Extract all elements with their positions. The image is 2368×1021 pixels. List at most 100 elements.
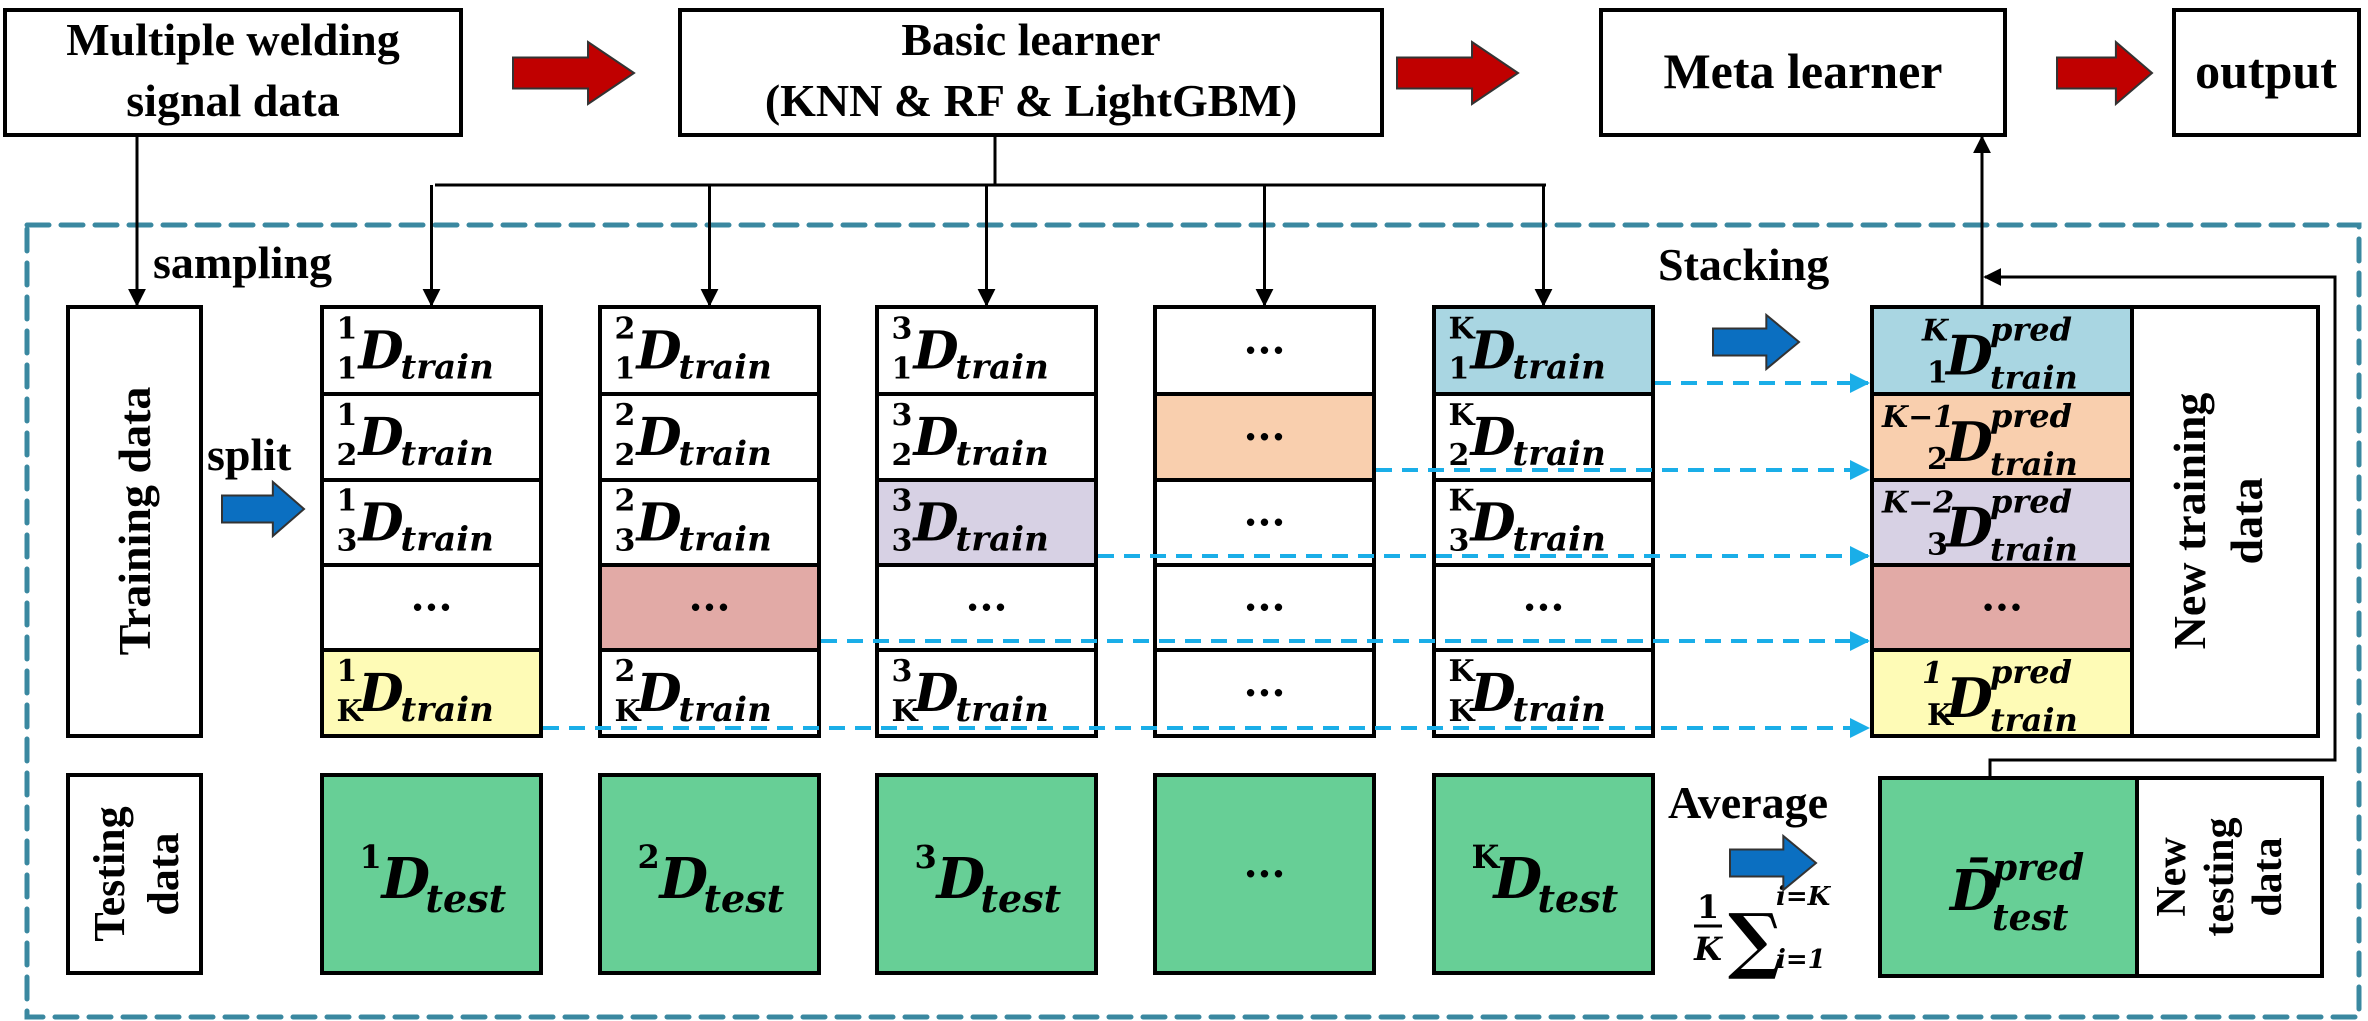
fold-index-sub: 3 <box>337 524 358 559</box>
ellipsis: ··· <box>1244 414 1286 461</box>
ellipsis: ··· <box>1244 328 1286 375</box>
fold-subscript: train <box>679 520 772 560</box>
pred-index-sub: K <box>1927 698 1954 733</box>
fold-cell: ··· <box>1432 563 1655 652</box>
fold-index-sup: 2 <box>615 312 636 347</box>
test-prediction-box: D̄ pred test <box>1878 776 2139 978</box>
fold-cell: ··· <box>1153 648 1376 738</box>
pred-subscript: train <box>1990 359 2078 397</box>
pred-subscript: train <box>1990 701 2078 739</box>
fold-symbol: D <box>635 663 682 724</box>
fold-symbol: D <box>1469 663 1516 724</box>
pred-index-sub: 1 <box>1927 356 1948 391</box>
test-prediction-main: D̄ <box>1948 857 1999 924</box>
stacking-arrow-icon <box>1712 312 1801 372</box>
pred-index-sub: 3 <box>1927 528 1948 563</box>
fold-subscript: train <box>679 348 772 388</box>
fold-index-sub: 1 <box>1449 352 1470 387</box>
flow-arrow-icon <box>1396 40 1520 106</box>
pred-symbol: D <box>1944 666 1993 730</box>
flow-arrow-icon <box>2056 39 2154 107</box>
test-fold-symbol: D <box>658 846 709 912</box>
split-label: split <box>207 429 292 480</box>
fold-symbol: D <box>1469 321 1516 382</box>
fold-symbol: D <box>1469 407 1516 468</box>
ellipsis: ··· <box>689 585 731 632</box>
ellipsis: ··· <box>1523 585 1565 632</box>
fold-subscript: train <box>401 348 494 388</box>
fold-symbol: D <box>357 407 404 468</box>
fold-index-sup: 2 <box>615 654 636 689</box>
test-fold-subscript: test <box>1538 876 1619 921</box>
new-training-data-box: New training data <box>2130 305 2320 738</box>
fold-symbol: D <box>912 493 959 554</box>
fold-symbol: D <box>635 493 682 554</box>
test-fold-subscript: test <box>426 876 507 921</box>
pred-index-sup: K−1 <box>1881 400 1954 435</box>
ellipsis: ··· <box>1981 585 2023 632</box>
fold-column: ·················· <box>1153 305 1376 975</box>
stacked-pred-cell: ··· <box>1870 563 2134 652</box>
fold-index-sup: 3 <box>892 312 913 347</box>
testing-data-label-line1: Testing <box>85 806 134 941</box>
test-fold-sup: 2 <box>638 838 660 876</box>
meta-learner-box: Meta learner <box>1599 8 2007 137</box>
fold-index-sup: 1 <box>337 312 358 347</box>
average-label: Average <box>1668 777 1828 828</box>
pred-index-sup: K <box>1921 314 1950 349</box>
formula-denominator: K <box>1693 930 1723 968</box>
fold-index-sub: 2 <box>337 438 358 473</box>
fold-subscript: train <box>1513 348 1606 388</box>
fold-index-sub: 2 <box>892 438 913 473</box>
training-data-label: Training data <box>109 387 160 656</box>
fold-symbol: D <box>912 407 959 468</box>
ellipsis: ··· <box>1244 851 1286 898</box>
fold-subscript: train <box>1513 690 1606 730</box>
fold-symbol: D <box>635 407 682 468</box>
fold-cell: ··· <box>1153 392 1376 482</box>
ellipsis: ··· <box>411 585 453 632</box>
fold-subscript: train <box>401 434 494 474</box>
fold-cell: ··· <box>598 563 821 652</box>
ellipsis: ··· <box>1244 585 1286 632</box>
fold-index-sup: K <box>1449 312 1476 347</box>
fold-cell: ··· <box>1153 305 1376 396</box>
stacking-label: Stacking <box>1658 239 1829 290</box>
ellipsis: ··· <box>966 585 1008 632</box>
fold-subscript: train <box>1513 520 1606 560</box>
fold-index-sub: K <box>615 694 642 729</box>
pred-index-sup: 1 <box>1922 656 1943 691</box>
test-fold-sup: 1 <box>360 838 382 876</box>
pred-subscript: train <box>1990 445 2078 483</box>
fold-symbol: D <box>912 321 959 382</box>
fold-index-sup: 1 <box>337 654 358 689</box>
fold-cell: ··· <box>875 563 1098 652</box>
test-prediction-sup: pred <box>1992 847 2084 889</box>
input-label-line1: Multiple welding <box>66 14 400 65</box>
ensemble-region-frame <box>24 222 2362 1020</box>
fold-symbol: D <box>635 321 682 382</box>
fold-index-sub: K <box>337 694 364 729</box>
formula-sigma: ∑ <box>1728 897 1782 982</box>
testing-data-box: Testing data <box>66 773 203 975</box>
fold-subscript: train <box>956 690 1049 730</box>
pred-superscript: pred <box>1990 311 2072 349</box>
test-fold-subscript: test <box>704 876 785 921</box>
pred-symbol: D <box>1944 410 1993 474</box>
